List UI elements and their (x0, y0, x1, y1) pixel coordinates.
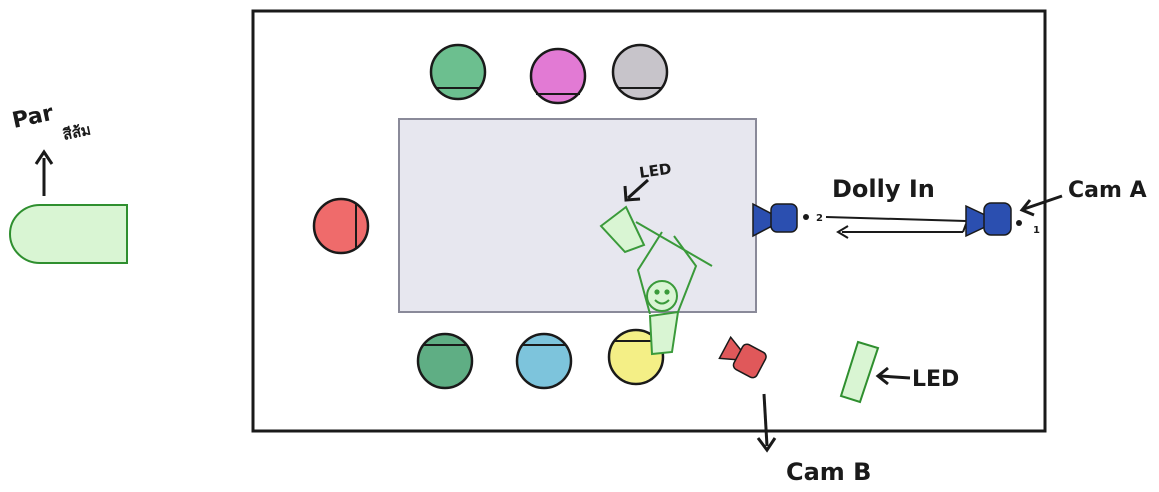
presenter-figure (635, 221, 713, 356)
cam-a-label: Cam A (1068, 178, 1147, 203)
dolly-label: Dolly In (832, 175, 935, 203)
seat-bottom-2 (515, 332, 573, 390)
arrow-up-icon (34, 149, 54, 196)
arrow-cam-a-icon (1019, 194, 1063, 217)
camera-a-position-1 (965, 202, 1012, 238)
camera-a-position-2 (752, 202, 798, 238)
cam-b-label: Cam B (786, 458, 871, 486)
led-handheld (599, 205, 646, 254)
arrow-led-right-icon (875, 366, 911, 386)
seat-top-1 (429, 43, 487, 101)
mark-point-1 (1016, 220, 1022, 226)
seat-bottom-3 (607, 328, 665, 386)
seat-left (312, 197, 370, 255)
dolly-track (825, 216, 967, 233)
par-label: Par (10, 101, 56, 134)
table-area (398, 118, 757, 313)
mark-1-label: 1 (1033, 225, 1040, 236)
par-thai-label: สีส้ม (61, 120, 92, 143)
arrow-dolly-icon (836, 225, 849, 239)
led-right-label: LED (912, 367, 959, 392)
led-top-label: LED (638, 160, 672, 182)
arrow-led-icon (623, 178, 650, 202)
room-outline (251, 9, 1047, 433)
mark-2-label: 2 (816, 213, 823, 224)
par-light (9, 204, 128, 264)
seat-bottom-1 (416, 332, 474, 390)
mark-point-2 (803, 214, 809, 220)
seat-top-3 (611, 43, 669, 101)
camera-b (718, 335, 767, 379)
arrow-cam-b-icon (756, 393, 777, 453)
led-panel-right (839, 340, 880, 404)
seat-top-2 (529, 47, 587, 105)
